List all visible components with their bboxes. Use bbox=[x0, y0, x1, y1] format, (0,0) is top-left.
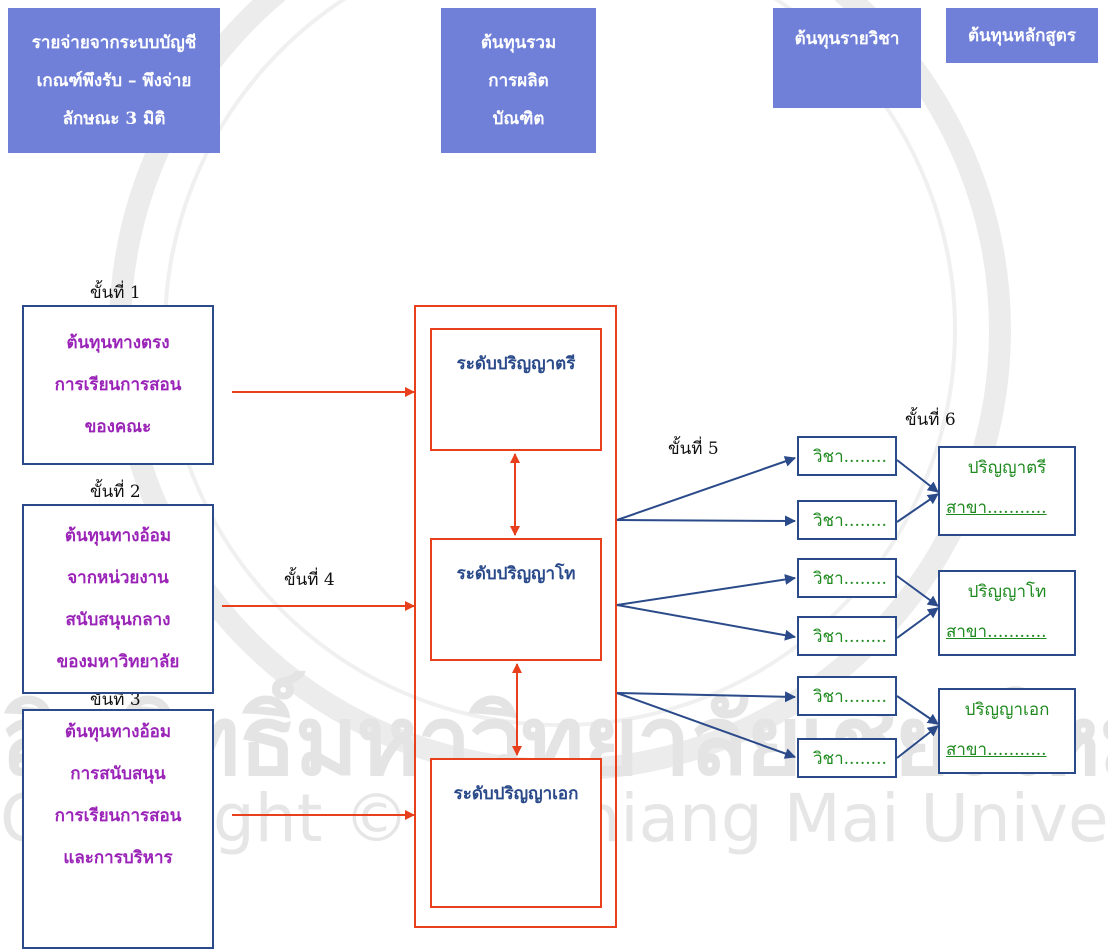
arrow-subject5-degree3 bbox=[896, 695, 939, 725]
indirect-support-cost-line-3: การเรียนการสอน bbox=[54, 806, 182, 826]
subject-box-3: วิชา........ bbox=[797, 558, 897, 598]
subject-box-4: วิชา........ bbox=[797, 616, 897, 656]
indirect-central-cost-line-2: จากหน่วยงาน bbox=[67, 568, 169, 588]
step-3-label: ขั้นที่ 3 bbox=[90, 690, 141, 710]
header-accounting-line-2: เกณฑ์พึงรับ – พึงจ่าย bbox=[36, 70, 192, 91]
arrow-level3-subject5 bbox=[616, 691, 796, 703]
subject-box-2: วิชา........ bbox=[797, 500, 897, 540]
step-4-label: ขั้นที่ 4 bbox=[284, 570, 335, 590]
header-total-cost-line-2: การผลิต bbox=[488, 70, 549, 91]
header-accounting-line-1: รายจ่ายจากระบบบัญชี bbox=[31, 32, 197, 53]
direct-cost-line-1: ต้นทุนทางตรง bbox=[66, 333, 170, 353]
header-accounting-box: รายจ่ายจากระบบบัญชี เกณฑ์พึงรับ – พึงจ่า… bbox=[8, 8, 220, 153]
indirect-support-cost-line-4: และการบริหาร bbox=[63, 848, 173, 868]
arrow-subject2-degree1 bbox=[896, 493, 939, 523]
arrow-level2-subject4 bbox=[616, 604, 796, 641]
arrow-subject3-degree2 bbox=[896, 575, 939, 607]
level-doctoral-box: ระดับปริญญาเอก bbox=[430, 758, 602, 908]
header-accounting-line-3: ลักษณะ 3 มิติ bbox=[62, 108, 166, 129]
subject-box-5: วิชา........ bbox=[797, 676, 897, 716]
direct-cost-box: ต้นทุนทางตรง การเรียนการสอน ของคณะ bbox=[22, 305, 214, 465]
indirect-central-cost-line-3: สนับสนุนกลาง bbox=[65, 610, 171, 630]
step-1-label: ขั้นที่ 1 bbox=[90, 283, 141, 303]
indirect-support-cost-line-1: ต้นทุนทางอ้อม bbox=[64, 722, 172, 742]
subject-box-1: วิชา........ bbox=[797, 436, 897, 476]
indirect-central-cost-box: ต้นทุนทางอ้อม จากหน่วยงาน สนับสนุนกลาง ข… bbox=[22, 504, 214, 694]
level-bachelor-label: ระดับปริญญาตรี bbox=[456, 354, 576, 374]
header-curriculum-cost-label: ต้นทุนหลักสูตร bbox=[968, 25, 1076, 46]
direct-cost-line-3: ของคณะ bbox=[84, 417, 152, 437]
degree-doctoral-box: ปริญญาเอก สาขา........... bbox=[938, 688, 1076, 774]
arrow-subject1-degree1 bbox=[896, 459, 939, 493]
degree-bachelor-branch: สาขา........... bbox=[946, 498, 1047, 518]
header-total-cost-line-1: ต้นทุนรวม bbox=[480, 32, 557, 53]
level-bachelor-box: ระดับปริญญาตรี bbox=[430, 328, 602, 451]
degree-master-box: ปริญญาโท สาขา........... bbox=[938, 570, 1076, 656]
header-curriculum-cost-box: ต้นทุนหลักสูตร bbox=[946, 8, 1098, 63]
arrow-level1-subject1 bbox=[616, 456, 796, 521]
subject-box-6: วิชา........ bbox=[797, 738, 897, 778]
level-master-label: ระดับปริญญาโท bbox=[456, 564, 576, 584]
indirect-central-cost-line-4: ของมหาวิทยาลัย bbox=[56, 652, 180, 672]
arrow-level3-subject6 bbox=[616, 692, 796, 759]
header-course-cost-box: ต้นทุนรายวิชา bbox=[773, 8, 921, 108]
arrow-subject6-degree3 bbox=[896, 725, 939, 759]
degree-doctoral-branch: สาขา........... bbox=[946, 740, 1047, 760]
degree-bachelor-name: ปริญญาตรี bbox=[967, 458, 1047, 478]
step-2-label: ขั้นที่ 2 bbox=[90, 482, 141, 502]
indirect-central-cost-line-1: ต้นทุนทางอ้อม bbox=[64, 526, 172, 546]
direct-cost-line-2: การเรียนการสอน bbox=[54, 375, 182, 395]
level-master-box: ระดับปริญญาโท bbox=[430, 538, 602, 661]
arrow-level2-subject3 bbox=[616, 574, 796, 606]
indirect-support-cost-box: ต้นทุนทางอ้อม การสนับสนุน การเรียนการสอน… bbox=[22, 709, 214, 949]
degree-master-branch: สาขา........... bbox=[946, 622, 1047, 642]
step-5-label: ขั้นที่ 5 bbox=[668, 439, 719, 459]
degree-master-name: ปริญญาโท bbox=[967, 582, 1047, 602]
step-6-label: ขั้นที่ 6 bbox=[905, 410, 956, 430]
degree-bachelor-box: ปริญญาตรี สาขา........... bbox=[938, 446, 1076, 536]
degree-doctoral-name: ปริญญาเอก bbox=[964, 700, 1050, 720]
arrow-subject4-degree2 bbox=[896, 607, 939, 639]
header-course-cost-label: ต้นทุนรายวิชา bbox=[794, 29, 900, 49]
degree-levels-container bbox=[414, 305, 617, 928]
header-total-cost-box: ต้นทุนรวม การผลิต บัณฑิต bbox=[441, 8, 596, 153]
indirect-support-cost-line-2: การสนับสนุน bbox=[70, 764, 166, 784]
arrow-level1-subject2 bbox=[616, 515, 796, 527]
level-doctoral-label: ระดับปริญญาเอก bbox=[453, 784, 579, 804]
header-total-cost-line-3: บัณฑิต bbox=[492, 108, 545, 129]
